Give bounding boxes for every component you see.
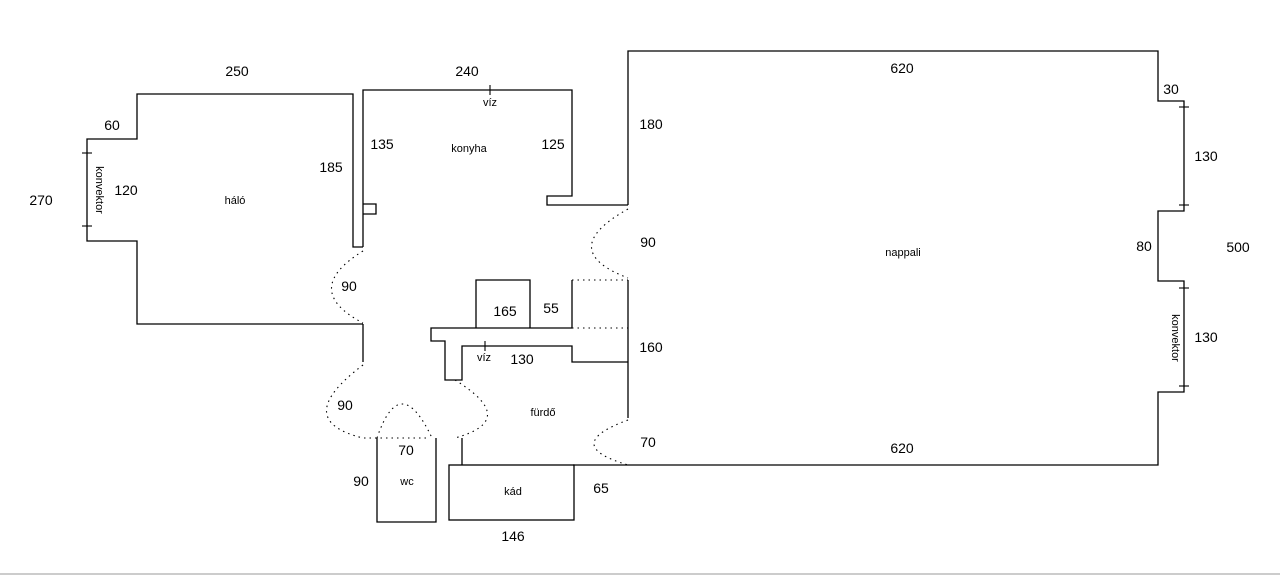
nappali-door-swing <box>593 419 629 466</box>
nappali-wall <box>573 50 1185 466</box>
dim-wc-door: 70 <box>398 442 414 458</box>
halo-wall <box>86 93 363 325</box>
dim-halo-step: 60 <box>104 117 120 133</box>
wc-door-swing <box>376 403 433 439</box>
dim-wc-depth: 90 <box>353 473 369 489</box>
dim-nappali-left-upper: 180 <box>639 116 663 132</box>
dim-block-width: 165 <box>493 303 517 319</box>
fixture-marks <box>82 85 1189 387</box>
room-halo: háló <box>225 195 246 207</box>
dim-halo-top: 250 <box>225 63 249 79</box>
dim-nappali-door-lower: 70 <box>640 434 656 450</box>
dim-bath-width: 146 <box>501 528 525 544</box>
dim-halo-door: 90 <box>341 278 357 294</box>
dim-nappali-right-upper: 130 <box>1194 148 1218 164</box>
dim-halo-left-inner: 120 <box>114 182 138 198</box>
viz-kitchen-label: víz <box>483 97 497 109</box>
dim-nappali-right-niche: 80 <box>1136 238 1152 254</box>
konyha-door-swing <box>590 208 629 279</box>
dim-nappali-top: 620 <box>890 60 914 76</box>
dim-halo-right: 185 <box>319 159 343 175</box>
halo-door-swing <box>331 250 364 324</box>
dim-hall-door: 90 <box>640 234 656 250</box>
walls <box>86 50 1185 523</box>
dim-nappali-bottom: 620 <box>890 440 914 456</box>
room-konyha: konyha <box>451 143 487 155</box>
dim-halo-left-total: 270 <box>29 192 53 208</box>
furdo-door-swing <box>454 379 488 439</box>
dim-konyha-top: 240 <box>455 63 479 79</box>
central-block <box>475 279 531 328</box>
room-nappali: nappali <box>885 247 920 259</box>
dim-nappali-right-total: 500 <box>1226 239 1250 255</box>
doors <box>325 208 629 466</box>
room-labels: háló konyha nappali fürdő wc kád víz víz… <box>93 97 1181 498</box>
konvektor-left-label: konvektor <box>93 166 105 214</box>
konyha-wall <box>362 89 628 247</box>
dim-bath-depth: 65 <box>593 480 609 496</box>
dim-nappali-right-lower: 130 <box>1194 329 1218 345</box>
dim-nappali-step: 30 <box>1163 81 1179 97</box>
room-furdo: fürdő <box>530 407 555 419</box>
dim-block-side: 55 <box>543 300 559 316</box>
konvektor-right-label: konvektor <box>1169 314 1181 362</box>
dim-nappali-left-mid: 160 <box>639 339 663 355</box>
viz-bath-label: víz <box>477 352 491 364</box>
room-kad: kád <box>504 486 522 498</box>
dim-konyha-right: 125 <box>541 136 565 152</box>
konyha-notch <box>363 203 377 215</box>
wc-wall <box>376 438 437 523</box>
dim-bath-wall: 130 <box>510 351 534 367</box>
room-wc: wc <box>399 476 414 488</box>
bathtub <box>448 464 575 521</box>
dim-corridor-door: 90 <box>337 397 353 413</box>
dimension-labels: 250 60 270 120 185 90 240 135 125 90 165… <box>29 60 1250 544</box>
dim-konyha-left: 135 <box>370 136 394 152</box>
central-wall <box>430 280 628 381</box>
